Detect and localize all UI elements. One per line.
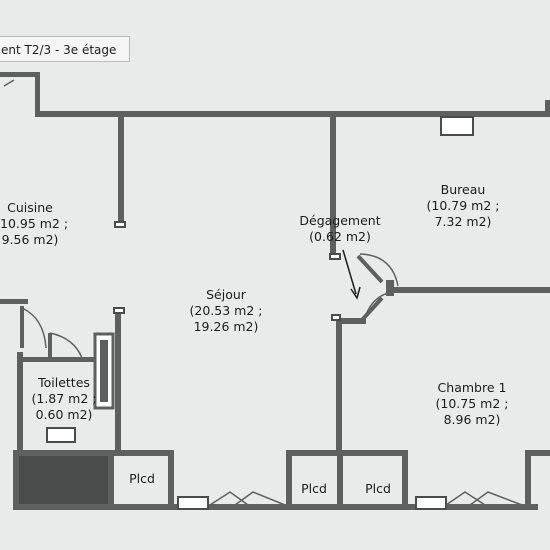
closet-label-1: Plcd xyxy=(129,471,155,486)
wall-bottom-mid-top xyxy=(286,450,406,456)
wall-degagement-left xyxy=(330,114,336,257)
door-leaf-bureau xyxy=(356,254,384,284)
room-area1-cuisine: 10.95 m2 ; xyxy=(0,216,69,231)
fixture-block xyxy=(19,456,108,504)
wall-bottom-left-edge xyxy=(13,450,19,510)
room-label-chambre1: Chambre 1 (10.75 m2 ; 8.96 m2) xyxy=(426,380,518,428)
room-name-degagement: Dégagement xyxy=(299,213,381,228)
marker-sejour xyxy=(113,307,125,314)
room-label-sejour: Séjour (20.53 m2 ; 19.26 m2) xyxy=(181,287,271,335)
wall-plcd2-left xyxy=(286,450,292,510)
room-area1-degagement: (0.62 m2) xyxy=(309,229,371,244)
room-area1-chambre1: (10.75 m2 ; xyxy=(435,396,509,411)
markers xyxy=(46,116,474,510)
room-name-bureau: Bureau xyxy=(440,182,486,197)
window-right-swing-2 xyxy=(469,491,523,506)
wall-bottom-left-floor xyxy=(13,504,178,510)
room-label-cuisine: Cuisine 10.95 m2 ; 9.56 m2) xyxy=(0,200,69,248)
window-frame-left xyxy=(177,496,209,510)
window-frame-right xyxy=(415,496,447,510)
room-area1-sejour: (20.53 m2 ; xyxy=(189,303,263,318)
room-name-toilettes: Toilettes xyxy=(38,375,90,390)
radiator-bureau xyxy=(440,116,474,136)
wall-top-left xyxy=(0,72,40,77)
room-area2-cuisine: 9.56 m2) xyxy=(1,232,59,247)
wall-upper-main xyxy=(35,111,550,117)
marker-chambre xyxy=(331,314,341,321)
marker-degagement xyxy=(329,253,341,260)
door-arc-bureau xyxy=(359,253,399,287)
plan-title: ent T2/3 - 3e étage xyxy=(0,36,130,62)
room-area2-bureau: 7.32 m2) xyxy=(434,214,492,229)
door-leaves xyxy=(20,254,384,358)
wall-bottom-floor xyxy=(208,504,538,510)
walls xyxy=(0,72,550,510)
radiator-toilettes xyxy=(46,427,76,443)
room-name-chambre1: Chambre 1 xyxy=(437,380,507,395)
wall-upper-right-stub xyxy=(545,100,550,114)
wall-degagement-bottom xyxy=(336,318,366,324)
wall-plcd3-right xyxy=(402,450,408,510)
wall-bureau-chambre xyxy=(393,287,550,293)
marker-cuisine xyxy=(114,221,126,228)
room-area1-bureau: (10.79 m2 ; xyxy=(426,198,500,213)
room-area2-sejour: 19.26 m2) xyxy=(193,319,259,334)
pointer-arrow-line xyxy=(342,249,357,295)
closet-label-3: Plcd xyxy=(365,481,391,496)
wall-toilettes-right xyxy=(115,312,121,452)
wall-plcd1-left xyxy=(108,450,114,510)
wall-plcd1-right xyxy=(168,450,174,510)
wall-plcd-divider xyxy=(337,450,343,510)
room-label-bureau: Bureau (10.79 m2 ; 7.32 m2) xyxy=(418,182,508,230)
room-label-degagement: Dégagement (0.62 m2) xyxy=(295,213,385,245)
room-label-toilettes: Toilettes (1.87 m2 ; 0.60 m2) xyxy=(24,375,104,423)
wall-left-mid xyxy=(0,299,28,304)
window-right-swing-1 xyxy=(445,491,486,506)
window-left-swing-1 xyxy=(209,491,249,506)
door-arc-toilettes xyxy=(49,332,83,359)
wall-stub-bureau xyxy=(386,280,394,296)
corner-mark xyxy=(3,79,15,87)
radiator-vertical-core xyxy=(100,340,108,402)
wall-cuisine-sejour xyxy=(118,114,124,222)
wall-bottom-right-top xyxy=(525,450,550,456)
room-name-cuisine: Cuisine xyxy=(7,200,53,215)
door-leaf-chambre xyxy=(360,296,384,322)
room-name-sejour: Séjour xyxy=(206,287,246,302)
door-arc-left-1 xyxy=(21,307,47,349)
pointer-arrow-head xyxy=(350,286,361,300)
room-area2-toilettes: 0.60 m2) xyxy=(35,407,93,422)
wall-toilettes-top xyxy=(17,357,95,362)
wall-chambre-left xyxy=(336,318,342,452)
room-area2-chambre1: 8.96 m2) xyxy=(443,412,501,427)
room-area1-toilettes: (1.87 m2 ; xyxy=(31,391,97,406)
wall-bottom-right-edge xyxy=(525,450,531,510)
closet-label-2: Plcd xyxy=(301,481,327,496)
doors xyxy=(21,253,523,506)
wall-top-left-drop xyxy=(35,72,40,116)
wall-toilettes-left xyxy=(17,352,23,452)
window-left-swing-2 xyxy=(234,491,286,506)
wall-bottom-left xyxy=(13,450,173,456)
